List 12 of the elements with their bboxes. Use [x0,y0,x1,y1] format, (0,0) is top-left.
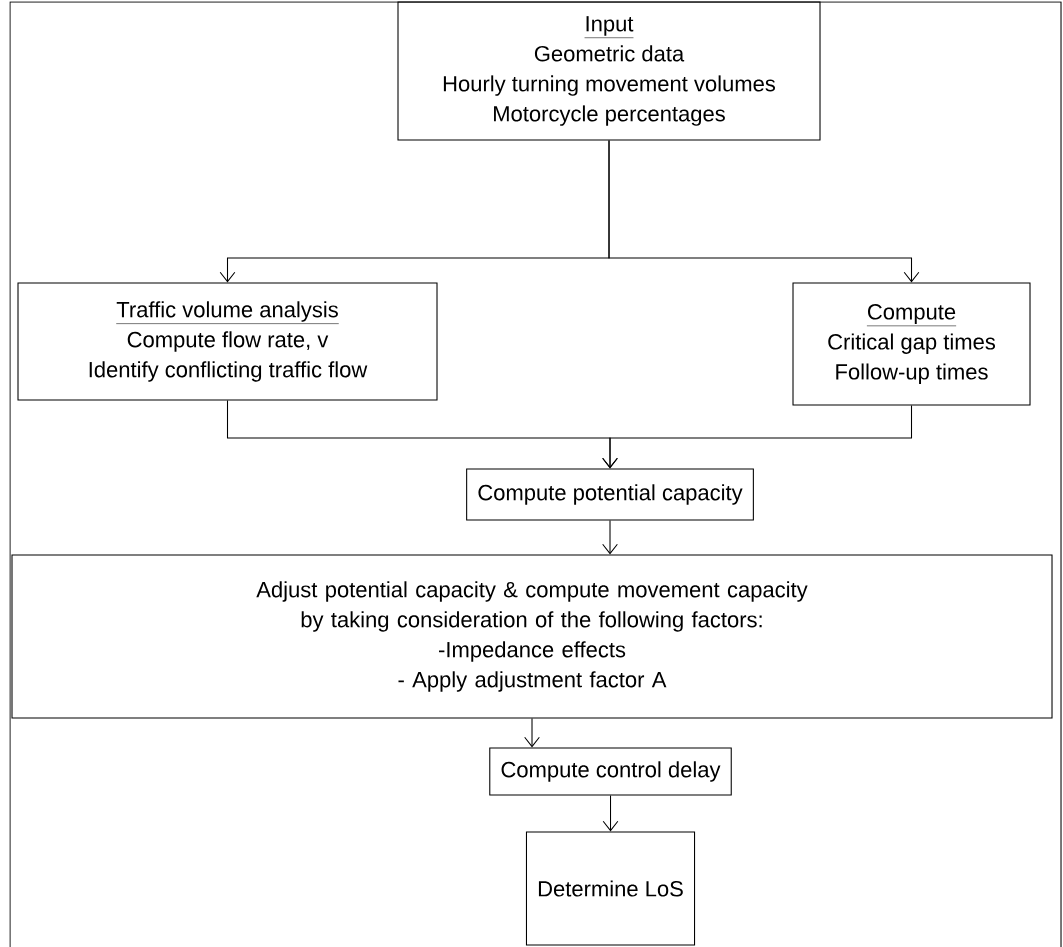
input-box: Input Geometric data Hourly turning movement volumes Motorcycle percentages [397,1,821,141]
arrow [602,405,913,469]
process-box: Compute control delay [489,747,732,796]
arrow [602,520,618,555]
process-box: Compute potential capacity [466,468,754,521]
arrow [602,795,619,832]
arrow [524,718,540,748]
process-box: Determine LoS [525,831,696,946]
process-box: Compute Critical gap times Follow-up times [792,282,1031,406]
process-box: Adjust potential capacity & compute movement capacity by taking consideration of the following factors: -Impedance effects - Apply adjustment factor A [11,554,1053,719]
arrow [608,140,920,283]
process-box: Traffic volume analysis Compute flow rate, v Identify conflicting traffic flow [17,282,438,401]
